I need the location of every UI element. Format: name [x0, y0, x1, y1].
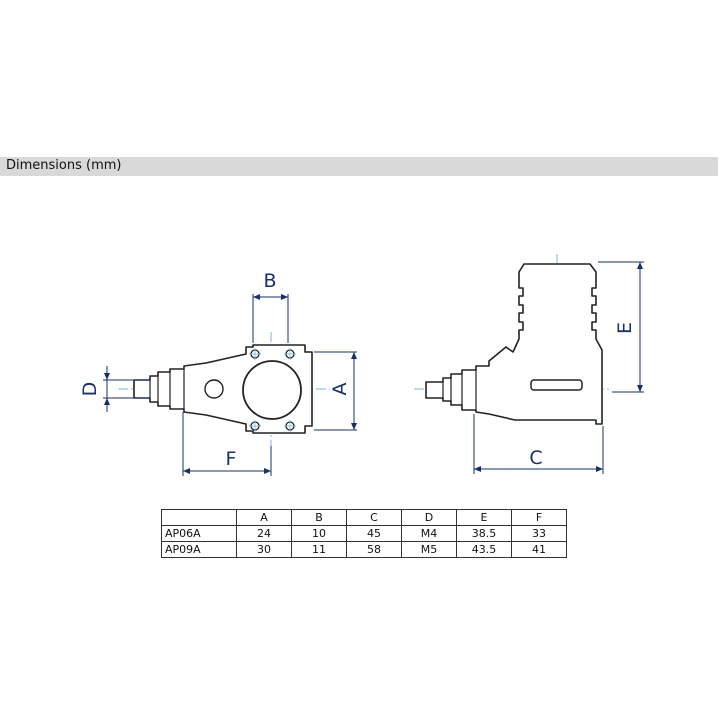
table-header-cell: A	[236, 509, 292, 526]
table-row: AP09A 30 11 58 M5 43.5 41	[161, 541, 567, 558]
dimension-a	[314, 351, 357, 431]
table-header-row: A B C D E F	[161, 509, 567, 526]
label-a: A	[329, 383, 351, 396]
fitting-outline-side	[425, 263, 603, 425]
dimension-e	[598, 261, 644, 393]
table-cell: M4	[401, 525, 457, 542]
table-header-cell	[161, 509, 237, 526]
dimension-d	[103, 366, 150, 412]
dimensions-table: A B C D E F AP06A 24 10 45 M4 38.5 33 AP…	[161, 509, 567, 558]
label-f: F	[226, 448, 237, 470]
table-cell: 43.5	[456, 541, 512, 558]
table-cell: M5	[401, 541, 457, 558]
table-cell: 30	[236, 541, 292, 558]
slot	[530, 379, 583, 391]
dimension-f	[182, 412, 272, 476]
dimension-c	[473, 414, 604, 474]
table-cell: AP09A	[161, 541, 237, 558]
label-c: C	[529, 447, 542, 469]
dimension-b	[252, 294, 289, 343]
label-e: E	[614, 322, 636, 334]
table-header-cell: E	[456, 509, 512, 526]
top-view: B A D F	[79, 270, 357, 476]
table-header-cell: C	[346, 509, 402, 526]
label-b: B	[263, 270, 276, 292]
table-cell: 24	[236, 525, 292, 542]
label-d: D	[79, 382, 101, 397]
section-title: Dimensions (mm)	[6, 158, 122, 173]
table-cell: 11	[291, 541, 347, 558]
table-cell: 38.5	[456, 525, 512, 542]
table-cell: 45	[346, 525, 402, 542]
table-cell: 58	[346, 541, 402, 558]
table-header-cell: F	[511, 509, 567, 526]
table-row: AP06A 24 10 45 M4 38.5 33	[161, 525, 567, 542]
table-header-cell: D	[401, 509, 457, 526]
side-view: E C	[414, 254, 644, 474]
table-cell: 41	[511, 541, 567, 558]
side-hole	[204, 379, 224, 399]
table-cell: 10	[291, 525, 347, 542]
barb-grooves	[149, 369, 185, 409]
section-header: Dimensions (mm)	[0, 157, 718, 176]
table-header-cell: B	[291, 509, 347, 526]
barb-grooves-side	[442, 370, 477, 410]
table-cell: AP06A	[161, 525, 237, 542]
table-cell: 33	[511, 525, 567, 542]
main-bore	[242, 360, 302, 420]
